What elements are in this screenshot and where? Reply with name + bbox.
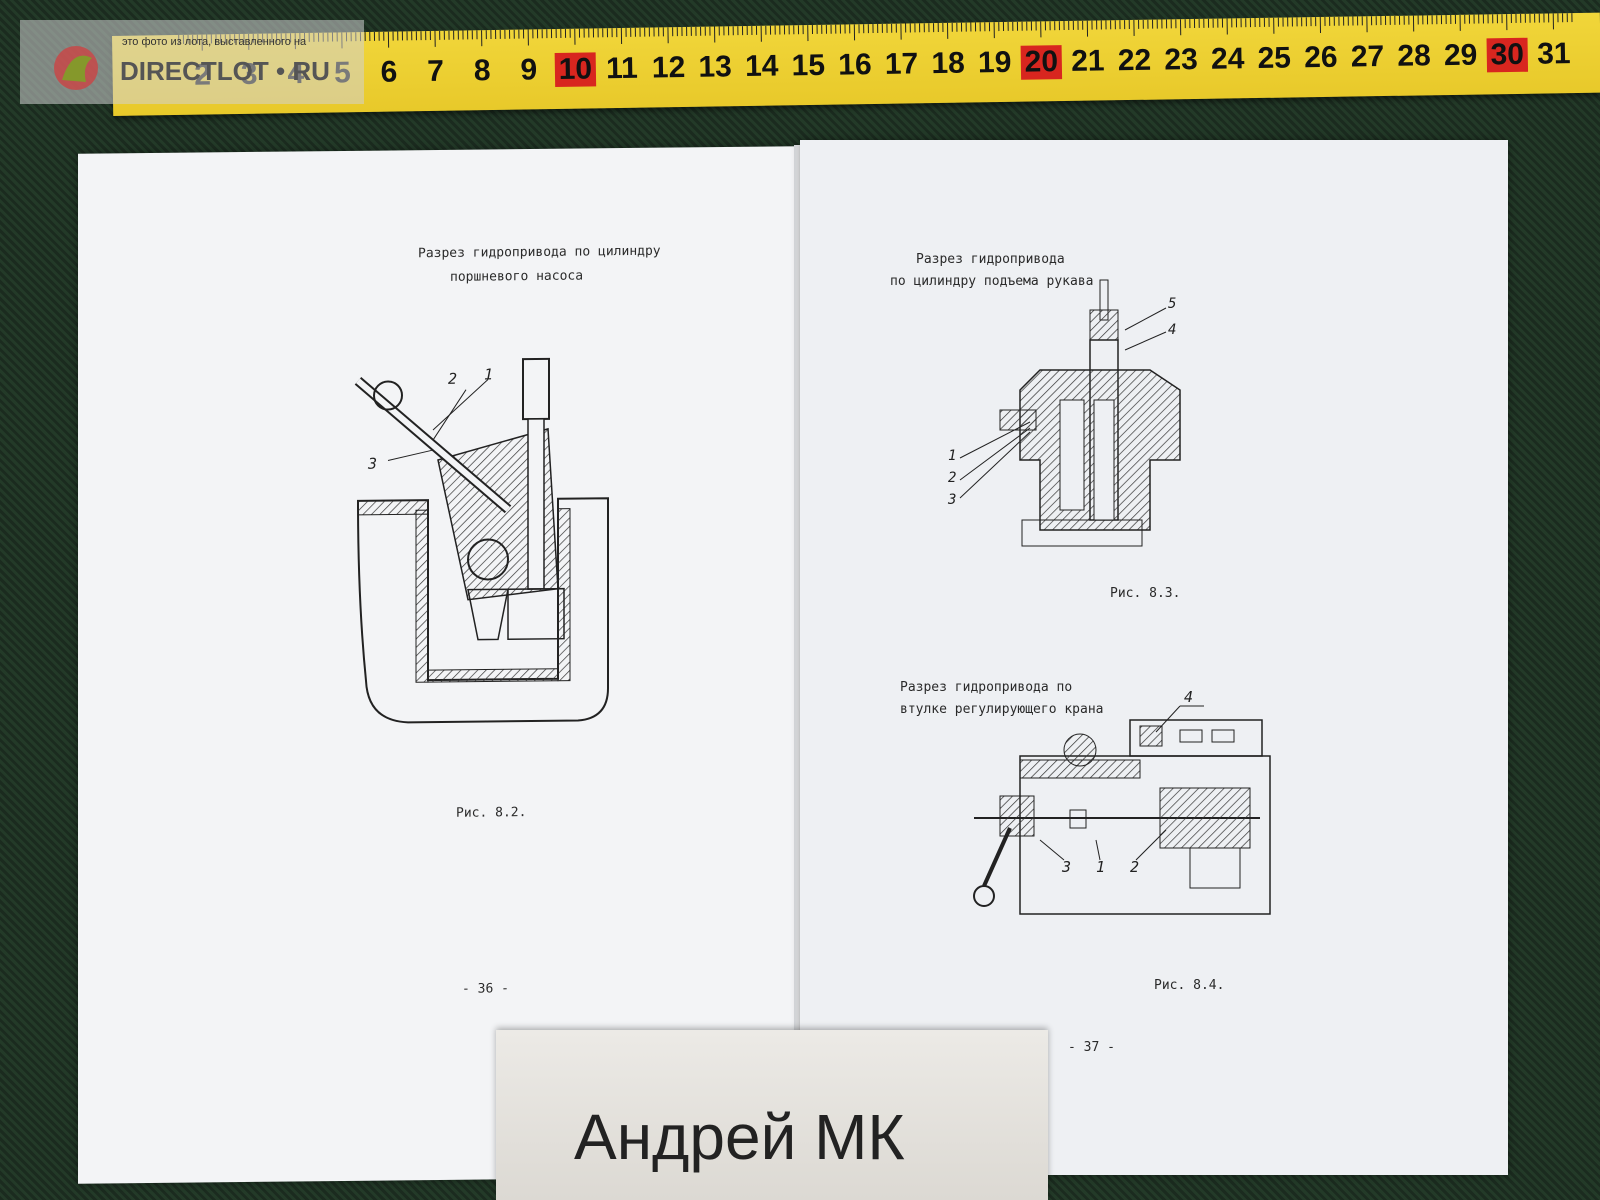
tape-number-26: 26 [1303,40,1338,75]
directlot-watermark: это фото из лота, выставленного на DIREC… [20,20,364,104]
control-valve-section-drawing: 4 3 1 2 [973,688,1271,915]
right-bottom-callout-4: 4 [1184,688,1193,706]
tape-number-23: 23 [1164,42,1199,77]
tape-number-9: 9 [520,53,538,87]
name-card: Андрей МК [496,1030,1048,1200]
tape-number-21: 21 [1070,44,1105,78]
tape-number-13: 13 [698,50,733,84]
tape-number-15: 15 [791,48,826,83]
tape-number-11: 11 [605,51,639,86]
tape-number-10: 10 [554,52,597,88]
tape-number-18: 18 [931,46,966,81]
tape-number-16: 16 [837,48,872,82]
right-page: Разрез гидропривода по цилиндру подъема … [800,140,1508,1175]
right-bottom-figure-caption: Рис. 8.4. [1154,978,1225,993]
pump-cylinder-section-drawing: 2 1 3 [354,357,609,724]
left-figure-caption: Рис. 8.2. [456,805,527,821]
right-bottom-title-line2: втулке регулирующего крана [900,702,1104,717]
left-callout-3: 3 [367,455,377,473]
right-top-callout-3: 3 [947,492,956,508]
tape-number-28: 28 [1397,39,1432,73]
watermark-site: DIRECTLOT • RU [120,56,330,86]
tape-number-20: 20 [1020,45,1063,80]
right-top-callout-1: 1 [948,448,956,464]
tape-number-24: 24 [1210,42,1245,76]
right-top-callout-5: 5 [1168,296,1176,312]
watermark-caption: это фото из лота, выставленного на [122,36,307,48]
right-top-title-line1: Разрез гидропривода [916,252,1065,267]
tape-number-7: 7 [426,54,445,89]
tape-number-30: 30 [1486,37,1529,73]
right-page-number: - 37 - [1068,1040,1115,1055]
right-top-callout-2: 2 [948,470,956,486]
left-title-line2: поршневого насоса [450,268,584,285]
left-page: Разрез гидропривода по цилиндру поршнево… [78,146,798,1184]
right-bottom-title-line1: Разрез гидропривода по [900,680,1073,695]
tape-number-22: 22 [1117,43,1152,78]
tape-number-8: 8 [473,54,491,88]
tape-number-27: 27 [1350,40,1385,74]
right-bottom-callout-1: 1 [1096,858,1105,876]
right-bottom-callout-2: 2 [1130,858,1139,876]
tape-number-12: 12 [651,51,686,85]
left-page-number: - 36 - [462,981,509,997]
right-top-title-line2: по цилиндру подъема рукава [890,274,1094,289]
tape-number-14: 14 [744,49,779,84]
left-callout-1: 1 [484,365,493,383]
right-top-callout-4: 4 [1168,322,1176,338]
left-callout-2: 2 [448,370,457,388]
right-top-figure-caption: Рис. 8.3. [1110,586,1181,601]
tape-number-17: 17 [884,47,919,81]
name-card-text: Андрей МК [574,1101,905,1173]
booklet-fold [794,145,804,1175]
right-bottom-callout-3: 3 [1061,858,1071,876]
tape-number-29: 29 [1443,38,1478,73]
squirrel-logo-icon [54,46,98,90]
lift-cylinder-section-drawing: 5 4 1 2 3 [947,279,1181,547]
left-title-line1: Разрез гидропривода по цилиндру [418,243,661,262]
tape-number-19: 19 [977,45,1012,80]
tape-number-31: 31 [1536,37,1571,71]
tape-number-25: 25 [1257,41,1292,76]
tape-number-6: 6 [380,55,398,89]
